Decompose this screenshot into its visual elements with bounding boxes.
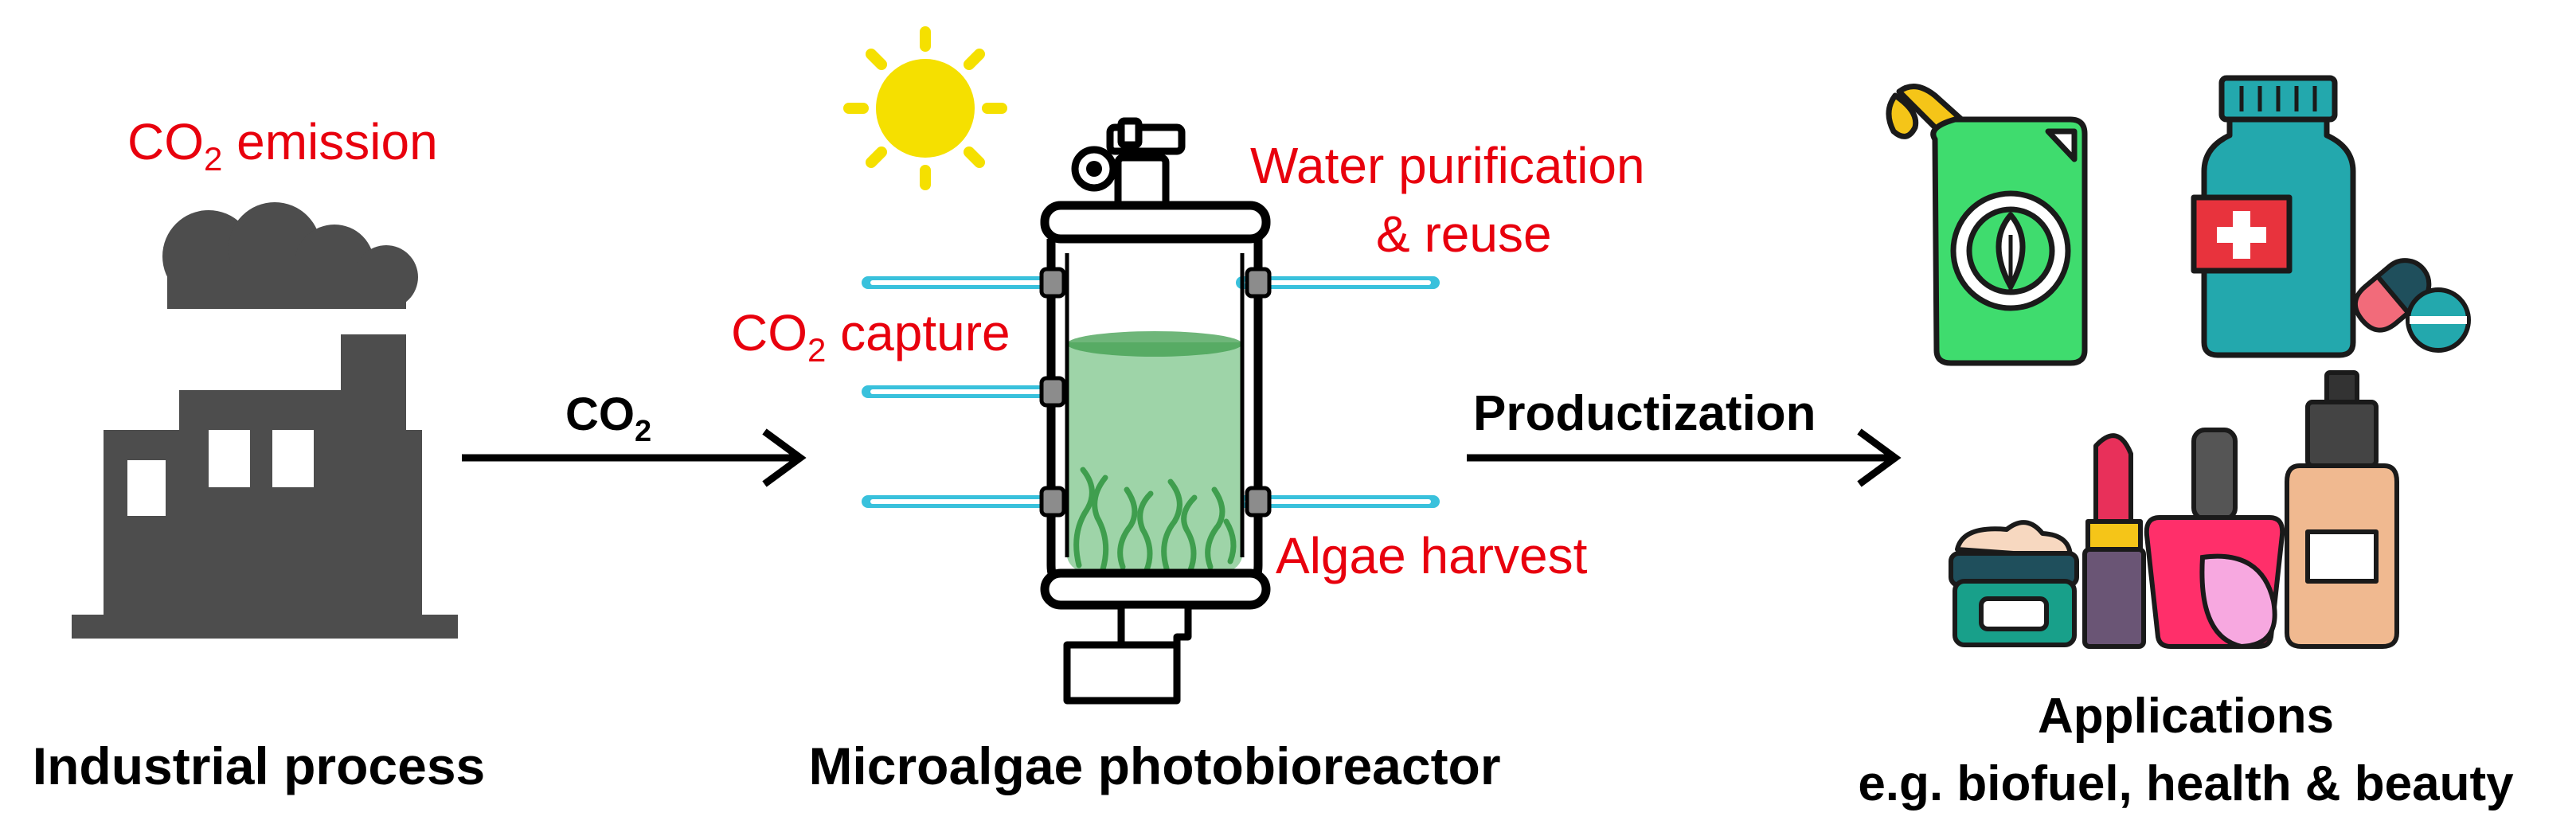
co2-arrow	[462, 428, 807, 487]
co2-capture-label: CO2 capture	[731, 304, 1010, 369]
photobioreactor-icon	[862, 117, 1440, 705]
cream-jar-icon	[1949, 520, 2079, 647]
svg-text:CO2: CO2	[565, 389, 651, 448]
sponge-icon	[2199, 553, 2277, 650]
medicine-bottle-icon	[2191, 75, 2356, 358]
applications-label: Applications	[2038, 689, 2334, 744]
arrow-co2-label: CO2	[565, 389, 651, 448]
lipstick-icon	[2082, 433, 2146, 649]
algae-harvest-label: Algae harvest	[1276, 527, 1588, 584]
pill-icon	[2352, 258, 2471, 353]
water-reuse-label: & reuse	[1376, 205, 1552, 263]
photobioreactor-label: Microalgae photobioreactor	[808, 736, 1500, 795]
industrial-process-label: Industrial process	[33, 736, 486, 795]
svg-text:CO2 capture: CO2 capture	[731, 304, 1010, 369]
sun-icon	[843, 26, 1007, 190]
fuel-can-icon	[1886, 84, 2088, 366]
foundation-bottle-icon	[2285, 370, 2399, 649]
svg-text:CO2 emission: CO2 emission	[127, 113, 438, 178]
applications-examples-label: e.g. biofuel, health & beauty	[1858, 756, 2514, 811]
co2-emission-label: CO2 emission	[127, 113, 438, 178]
factory-icon	[72, 202, 458, 639]
productization-label: Productization	[1473, 386, 1816, 441]
water-purification-label: Water purification	[1250, 137, 1645, 194]
productization-arrow	[1467, 428, 1902, 487]
